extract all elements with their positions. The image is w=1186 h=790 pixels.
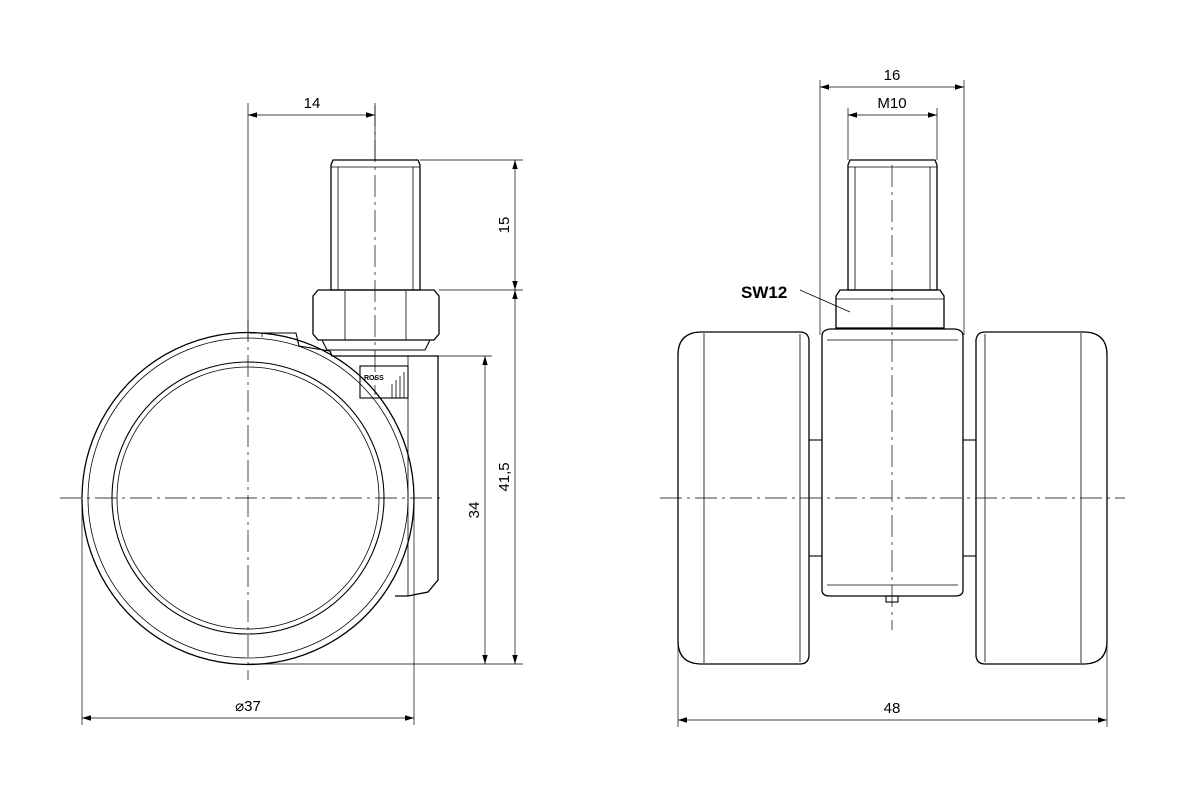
dim-label-diameter: ⌀37 <box>235 698 261 715</box>
dim-diameter: ⌀37 <box>81 498 415 725</box>
side-collar <box>321 339 431 351</box>
dim-wheel-height: 34 <box>438 355 492 664</box>
dim-label-41-5: 41,5 <box>496 462 513 491</box>
dim-label-sw12: SW12 <box>741 283 787 302</box>
dim-stem-height: 15 <box>420 159 523 291</box>
brand-logo: ROSS <box>359 365 409 399</box>
dim-top-width: 14 <box>247 95 376 340</box>
front-hex-nut <box>835 289 945 329</box>
brand-text: ROSS <box>364 375 384 382</box>
dim-wrench-size: SW12 <box>741 283 851 313</box>
dim-label-14: 14 <box>304 95 321 112</box>
front-view: 16 M10 SW12 48 <box>660 67 1125 727</box>
side-hex-nut <box>312 289 440 341</box>
front-stem <box>847 159 938 291</box>
front-housing <box>809 328 976 603</box>
dim-total-height: 41,5 <box>248 290 523 665</box>
dim-label-15: 15 <box>496 217 513 234</box>
dim-overall-width: 48 <box>677 498 1108 727</box>
dim-label-m10: M10 <box>877 95 906 112</box>
dim-label-16: 16 <box>884 67 901 84</box>
dim-front-width: 16 <box>819 67 965 335</box>
side-view: ROSS 14 15 <box>60 95 523 725</box>
dim-label-34: 34 <box>466 502 483 519</box>
side-housing <box>250 332 439 597</box>
dim-thread: M10 <box>847 95 938 160</box>
dim-label-48: 48 <box>884 700 901 717</box>
side-stem <box>330 159 421 291</box>
